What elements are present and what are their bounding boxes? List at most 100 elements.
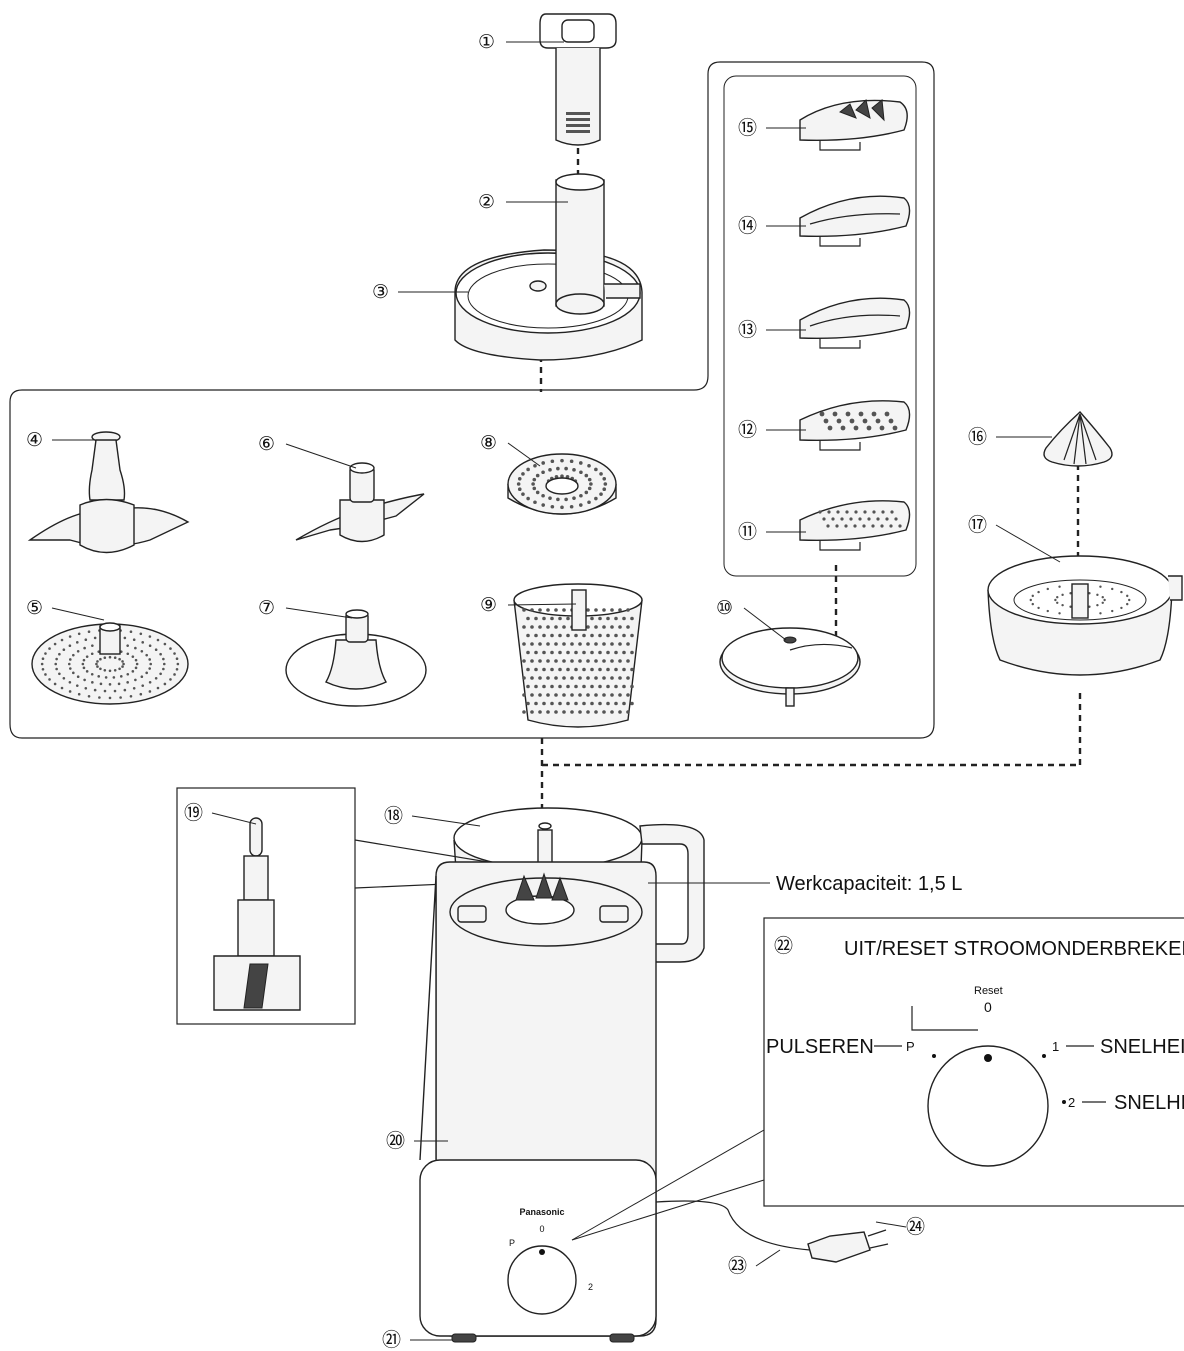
hole: [122, 662, 125, 666]
hole: [121, 660, 124, 663]
hole: [610, 642, 614, 646]
hole: [526, 701, 530, 706]
text-labels: Werkcapaciteit: 1,5 L UIT/RESET STROOMON…: [766, 873, 1184, 1114]
hole: [154, 648, 158, 652]
hole: [129, 694, 133, 698]
hole: [139, 692, 143, 696]
hole: [584, 490, 589, 495]
hole: [1056, 596, 1059, 599]
callout-20: ⑳: [386, 1130, 405, 1152]
hole: [622, 650, 626, 655]
hole: [103, 689, 107, 693]
hole: [159, 672, 162, 676]
hole: [880, 524, 884, 528]
hole: [564, 466, 568, 471]
hole: [530, 693, 534, 697]
hole: [610, 608, 614, 612]
hole: [53, 642, 57, 646]
hole: [556, 497, 560, 502]
hole: [1120, 590, 1123, 594]
insert-blade-12: [799, 400, 911, 451]
hole: [590, 701, 594, 706]
hole: [148, 644, 152, 648]
hole: [58, 672, 61, 676]
hole: [526, 633, 530, 638]
hole: [538, 676, 542, 680]
callout-10: ⑩: [716, 597, 733, 619]
hole: [587, 463, 591, 468]
hole: [546, 710, 550, 714]
hole: [606, 616, 610, 621]
hole: [530, 676, 534, 680]
hole: [858, 517, 862, 521]
callout-14: ⑭: [738, 215, 757, 237]
hole: [1058, 585, 1061, 588]
hole: [578, 693, 582, 697]
hole: [610, 625, 614, 629]
hole: [862, 524, 866, 528]
hole: [626, 625, 630, 629]
leader-lines: [51, 41, 1061, 1341]
hole: [818, 510, 822, 514]
hole: [602, 487, 607, 491]
disc-holder: [285, 609, 427, 707]
callout-6: ⑥: [258, 433, 275, 455]
callout-numbers: ① ② ③ ④ ⑤ ⑥ ⑦ ⑧ ⑨ ⑩ ⑪ ⑫ ⑬ ⑭ ⑮ ⑯ ⑰ ⑱ ⑲ ⑳ …: [26, 31, 987, 1351]
hole: [1126, 602, 1129, 606]
hole: [867, 517, 871, 521]
hole: [618, 710, 622, 714]
hole: [550, 633, 554, 638]
hole: [602, 642, 606, 646]
hole: [526, 616, 530, 621]
hole: [75, 684, 79, 687]
hole: [875, 418, 881, 424]
hole: [44, 673, 47, 676]
hole: [590, 667, 594, 672]
hole: [570, 659, 574, 663]
hole: [574, 650, 578, 655]
hole: [522, 625, 526, 629]
hole: [69, 658, 72, 661]
hole: [1061, 593, 1064, 597]
hole: [579, 470, 583, 475]
capacity-label: Werkcapaciteit: 1,5 L: [776, 873, 962, 895]
hole: [53, 682, 57, 686]
hole: [546, 625, 550, 629]
hole: [103, 668, 107, 672]
callout-23: ㉓: [728, 1255, 747, 1277]
hole: [91, 681, 94, 684]
hole: [176, 662, 180, 666]
hole: [1128, 598, 1131, 602]
hole: [108, 696, 112, 700]
hole: [582, 701, 586, 706]
hole: [118, 657, 121, 661]
hole: [630, 650, 634, 655]
hole: [1111, 609, 1114, 613]
hole: [626, 693, 630, 697]
hole: [1088, 605, 1091, 608]
hole: [626, 642, 630, 646]
hole: [602, 676, 606, 680]
hole: [598, 667, 602, 672]
hole: [630, 684, 634, 689]
hole: [630, 616, 634, 621]
hole: [1031, 602, 1034, 606]
hole: [550, 459, 555, 464]
hole: [854, 510, 858, 514]
hole: [123, 636, 127, 640]
hole: [542, 633, 546, 638]
hole: [77, 692, 81, 696]
hole: [148, 635, 152, 638]
shaft-detail-box: [176, 787, 537, 1025]
hole: [888, 418, 894, 424]
hole: [149, 662, 153, 666]
hole: [614, 701, 618, 706]
insert-blade-14: [799, 195, 911, 247]
hole: [113, 668, 117, 672]
hole: [598, 650, 602, 655]
hole: [849, 418, 855, 424]
hole: [139, 632, 143, 636]
hole: [845, 510, 849, 514]
hole: [554, 659, 558, 663]
hole: [570, 676, 574, 680]
